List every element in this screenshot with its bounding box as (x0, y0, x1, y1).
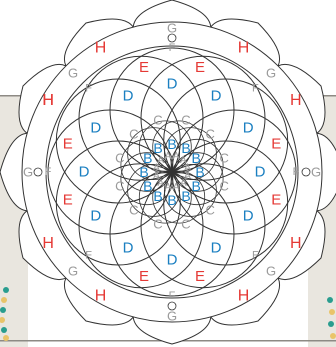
label-d: D (123, 87, 134, 104)
label-d: D (243, 120, 254, 137)
label-g: G (266, 264, 276, 279)
label-e: E (139, 268, 149, 285)
label-c: C (181, 217, 190, 232)
label-f: F (293, 166, 300, 178)
label-b: B (143, 178, 152, 194)
label-f: F (169, 42, 176, 54)
label-f: F (252, 249, 259, 261)
label-d: D (79, 164, 90, 181)
bead (327, 297, 333, 303)
label-c: C (129, 126, 138, 141)
bead (1, 297, 7, 303)
bead (329, 309, 335, 315)
label-d: D (211, 87, 222, 104)
bead (0, 307, 6, 313)
label-e: E (195, 59, 205, 76)
label-e: E (63, 192, 73, 209)
bead (3, 335, 9, 341)
bead (1, 327, 7, 333)
label-e: E (271, 136, 281, 153)
label-d: D (90, 120, 101, 137)
label-b: B (181, 140, 190, 156)
label-g: G (266, 66, 276, 81)
label-e: E (271, 192, 281, 209)
label-h: H (42, 92, 54, 109)
label-h: H (238, 287, 250, 304)
label-c: C (129, 203, 138, 218)
label-d: D (90, 208, 101, 225)
label-c: C (220, 151, 229, 166)
label-f: F (85, 83, 92, 95)
bead (3, 287, 9, 293)
label-g: G (167, 309, 177, 324)
label-a: A (165, 182, 172, 193)
label-d: D (167, 76, 178, 93)
label-g: G (68, 264, 78, 279)
label-b: B (167, 192, 176, 208)
label-g: G (68, 66, 78, 81)
label-f: F (85, 249, 92, 261)
label-h: H (95, 40, 107, 57)
label-f: F (252, 83, 259, 95)
label-a: A (173, 182, 180, 193)
label-g: G (167, 21, 177, 36)
label-c: C (206, 126, 215, 141)
label-c: C (115, 151, 124, 166)
bead (330, 333, 336, 339)
bead (328, 321, 334, 327)
label-b: B (181, 188, 190, 204)
label-c: C (115, 179, 124, 194)
label-b: B (153, 140, 162, 156)
label-e: E (195, 268, 205, 285)
label-h: H (42, 235, 54, 252)
label-f: F (169, 290, 176, 302)
label-g: G (23, 165, 33, 180)
label-a: A (173, 151, 180, 162)
label-b: B (192, 150, 201, 166)
label-b: B (153, 188, 162, 204)
label-d: D (123, 240, 134, 257)
label-e: E (63, 136, 73, 153)
label-d: D (243, 208, 254, 225)
label-b: B (143, 150, 152, 166)
label-a: A (180, 178, 187, 189)
label-f: F (45, 166, 52, 178)
label-e: E (139, 59, 149, 76)
label-d: D (211, 240, 222, 257)
label-d: D (255, 164, 266, 181)
label-a: A (184, 162, 191, 173)
label-c: C (206, 203, 215, 218)
label-b: B (167, 136, 176, 152)
label-c: C (181, 112, 190, 127)
label-a: A (157, 155, 164, 166)
label-h: H (95, 287, 107, 304)
label-c: C (220, 179, 229, 194)
label-a: A (165, 151, 172, 162)
label-h: H (290, 235, 302, 252)
label-c: C (153, 112, 162, 127)
label-c: C (153, 217, 162, 232)
label-h: H (238, 40, 250, 57)
label-b: B (139, 164, 148, 180)
label-h: H (290, 92, 302, 109)
label-g: G (311, 165, 321, 180)
label-d: D (167, 252, 178, 269)
label-b: B (192, 178, 201, 194)
